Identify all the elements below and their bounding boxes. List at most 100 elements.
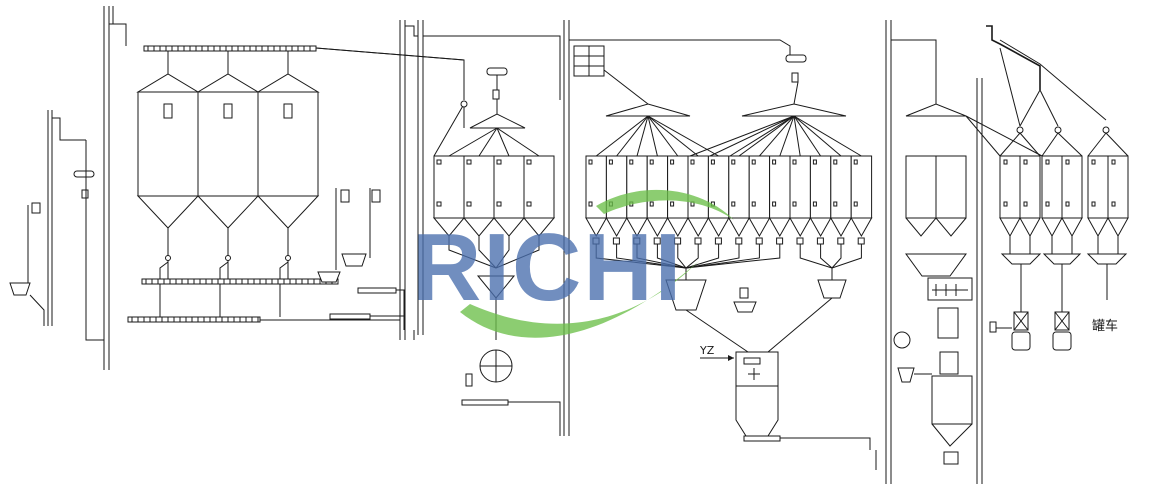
bucket-elevator-7 bbox=[976, 78, 983, 484]
line-segment bbox=[738, 115, 795, 157]
feeder-hopper bbox=[317, 271, 341, 283]
cyclone bbox=[897, 367, 915, 383]
line-segment bbox=[685, 244, 781, 280]
finished-bin bbox=[1041, 155, 1063, 219]
silo-roof bbox=[136, 73, 200, 93]
line-segment bbox=[1105, 132, 1129, 157]
level-sensor-icon bbox=[751, 159, 756, 165]
steam-input-label: YZ bbox=[699, 344, 715, 357]
line-segment bbox=[495, 236, 540, 269]
line-segment bbox=[279, 261, 289, 317]
line-segment bbox=[1041, 132, 1059, 157]
silo-roof bbox=[256, 73, 320, 93]
bucket-elevator-4 bbox=[417, 20, 424, 335]
bin-cone bbox=[999, 217, 1021, 238]
line-segment bbox=[709, 115, 795, 157]
batching-bin bbox=[728, 155, 750, 219]
bin-cone bbox=[809, 217, 832, 238]
line-segment bbox=[636, 115, 649, 157]
bin-cone bbox=[1087, 217, 1109, 238]
bottom-screw-conveyor-1 bbox=[141, 278, 339, 285]
line-segment bbox=[496, 127, 540, 157]
bin-cone bbox=[850, 217, 873, 238]
gate-valve-icon bbox=[165, 255, 171, 261]
level-sensor-icon bbox=[670, 201, 675, 207]
bagging-unit bbox=[1011, 331, 1031, 351]
distributor-icon bbox=[486, 67, 508, 76]
distributor-icon bbox=[785, 54, 807, 63]
batching-bin bbox=[687, 155, 709, 219]
cooler bbox=[931, 375, 973, 425]
level-sensor-icon bbox=[608, 159, 613, 165]
feeder-hopper bbox=[733, 301, 757, 313]
bucket-elevator-2 bbox=[103, 6, 110, 370]
intake-hopper bbox=[9, 282, 31, 296]
level-sensor-icon bbox=[792, 201, 797, 207]
gate-valve-icon bbox=[285, 255, 291, 261]
level-sensor-icon bbox=[853, 201, 858, 207]
batching-bin bbox=[523, 155, 555, 219]
line-segment bbox=[647, 115, 658, 157]
level-sensor-icon bbox=[853, 159, 858, 165]
bin-cone bbox=[646, 217, 669, 238]
level-sensor-icon bbox=[1065, 201, 1070, 207]
arrow-icon bbox=[728, 355, 734, 361]
loading-hopper bbox=[1042, 253, 1082, 265]
loading-hopper bbox=[1000, 253, 1042, 265]
silo-cone bbox=[136, 195, 200, 229]
line-segment bbox=[820, 244, 833, 280]
bin-cone bbox=[748, 217, 771, 238]
level-sensor-icon bbox=[526, 201, 532, 207]
silo-roof bbox=[196, 73, 260, 93]
line-segment bbox=[647, 115, 679, 157]
batching-bin bbox=[493, 155, 525, 219]
line-segment bbox=[1087, 132, 1107, 157]
line-segment bbox=[793, 115, 842, 157]
diverter-icon bbox=[1102, 126, 1110, 134]
bin-cone bbox=[687, 217, 710, 238]
bin-cone bbox=[462, 217, 496, 237]
conditioner-hopper bbox=[905, 253, 967, 277]
feeder-screw-icon bbox=[714, 237, 722, 245]
level-sensor-icon bbox=[283, 103, 293, 119]
level-sensor-icon bbox=[466, 159, 472, 165]
level-sensor-icon bbox=[496, 159, 502, 165]
level-sensor-icon bbox=[772, 159, 777, 165]
batching-bins-1 bbox=[432, 67, 565, 436]
tanker-truck-label: 罐车 bbox=[1092, 318, 1118, 334]
batching-bin bbox=[769, 155, 791, 219]
line-segment bbox=[759, 115, 795, 157]
mixer-2 bbox=[735, 351, 779, 387]
line-segment bbox=[159, 261, 169, 317]
motor-icon bbox=[465, 373, 473, 387]
line-segment bbox=[831, 244, 842, 280]
bucket-elevator-5 bbox=[563, 20, 570, 436]
line-segment bbox=[478, 236, 497, 269]
level-sensor-icon bbox=[1003, 159, 1008, 165]
pelleting-section bbox=[885, 20, 983, 484]
line-segment bbox=[219, 261, 229, 317]
finished-bins: 罐车 bbox=[965, 25, 1129, 351]
feeder-screw-icon bbox=[755, 237, 763, 245]
finished-bin bbox=[999, 155, 1021, 219]
level-sensor-icon bbox=[1045, 201, 1050, 207]
diverter-icon bbox=[1016, 126, 1024, 134]
feeder-screw-icon bbox=[857, 237, 865, 245]
line-segment bbox=[647, 115, 719, 157]
feeder-hopper bbox=[341, 253, 367, 267]
middle-feeders bbox=[317, 20, 561, 340]
level-sensor-icon bbox=[731, 159, 736, 165]
line-segment bbox=[448, 236, 497, 269]
bin-cone bbox=[522, 217, 556, 237]
diverter-icon bbox=[1054, 126, 1062, 134]
level-sensor-icon bbox=[772, 201, 777, 207]
batching-bin bbox=[646, 155, 669, 219]
pellet-bin bbox=[935, 155, 967, 219]
level-sensor-icon bbox=[526, 159, 532, 165]
weighing-scale-2 bbox=[817, 279, 847, 299]
level-sensor-icon bbox=[670, 159, 675, 165]
level-sensor-icon bbox=[1111, 159, 1116, 165]
level-sensor-icon bbox=[436, 201, 442, 207]
line-segment bbox=[965, 115, 1001, 157]
